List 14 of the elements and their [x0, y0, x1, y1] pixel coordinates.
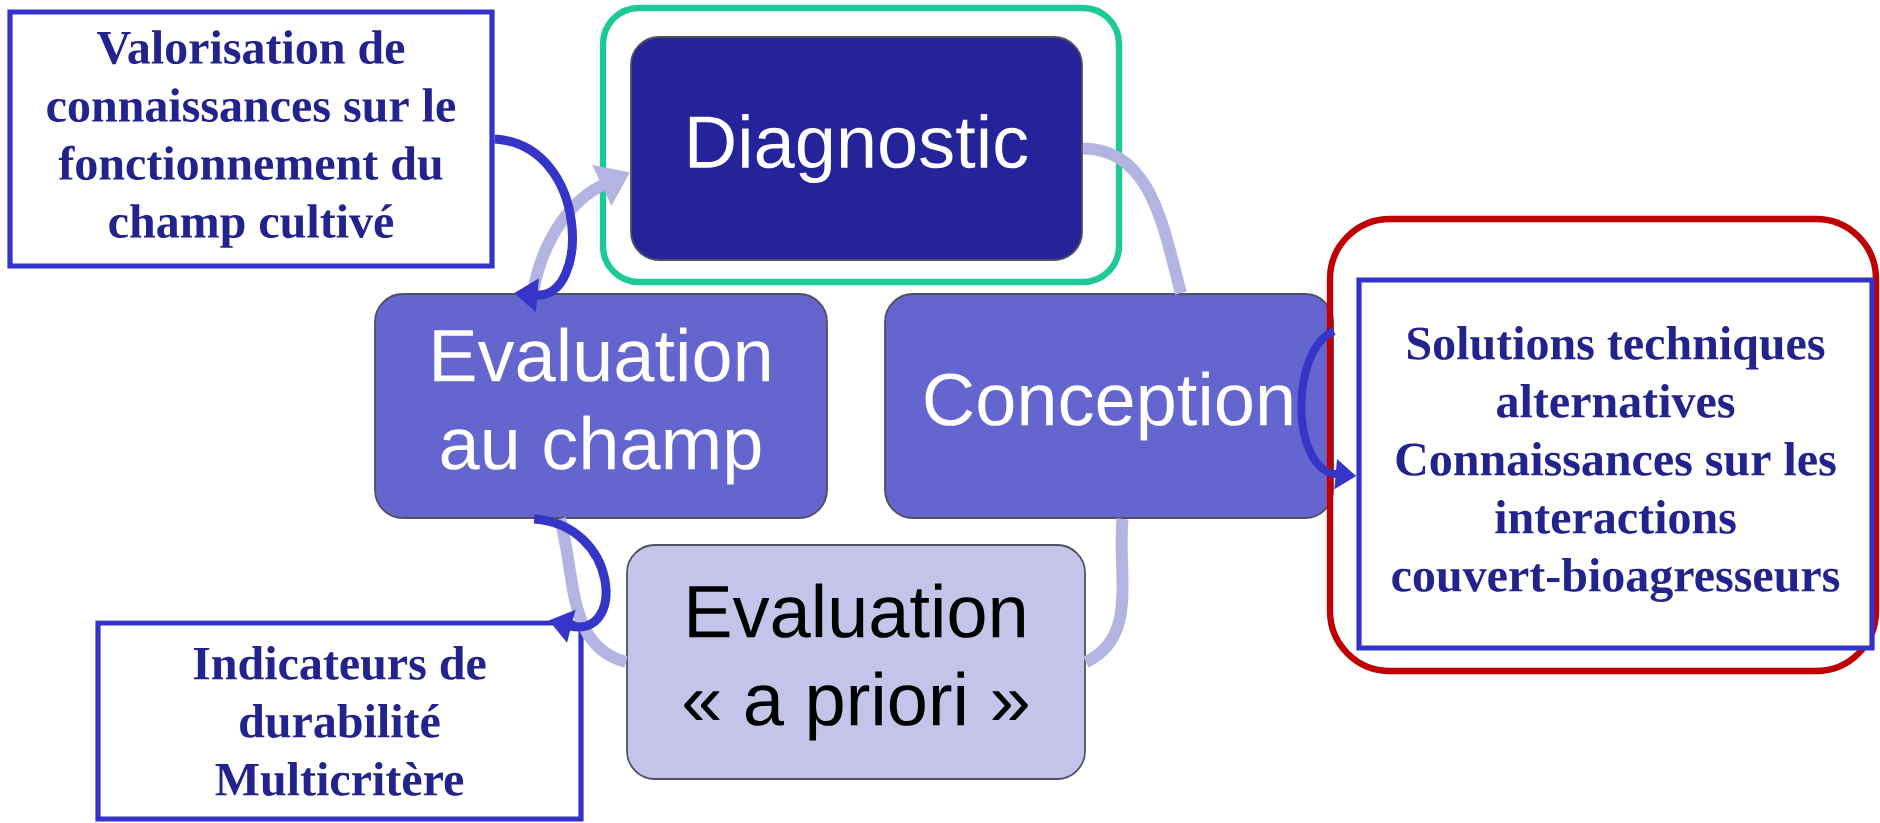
highlight-frame	[1326, 215, 1880, 675]
text-box: Valorisation de connaissances sur le fonctionnement du champ cultivé	[7, 9, 495, 269]
process-box: Conception	[884, 293, 1334, 519]
curved-arrow	[533, 514, 611, 643]
cycle-band	[1082, 142, 1187, 295]
cycle-band	[554, 517, 629, 668]
process-box: Diagnostic	[630, 36, 1083, 261]
text-box: Indicateurs de durabilité Multicritère	[95, 620, 584, 822]
process-box: Evaluation « a priori »	[626, 544, 1086, 780]
process-box: Evaluation au champ	[374, 293, 828, 519]
text-box: Solutions techniques alternatives Connaissances sur les interactions couvert-bioagresseurs	[1356, 277, 1875, 651]
curved-arrow	[493, 134, 577, 313]
cycle-band	[1082, 518, 1129, 668]
highlight-frame	[599, 4, 1123, 286]
